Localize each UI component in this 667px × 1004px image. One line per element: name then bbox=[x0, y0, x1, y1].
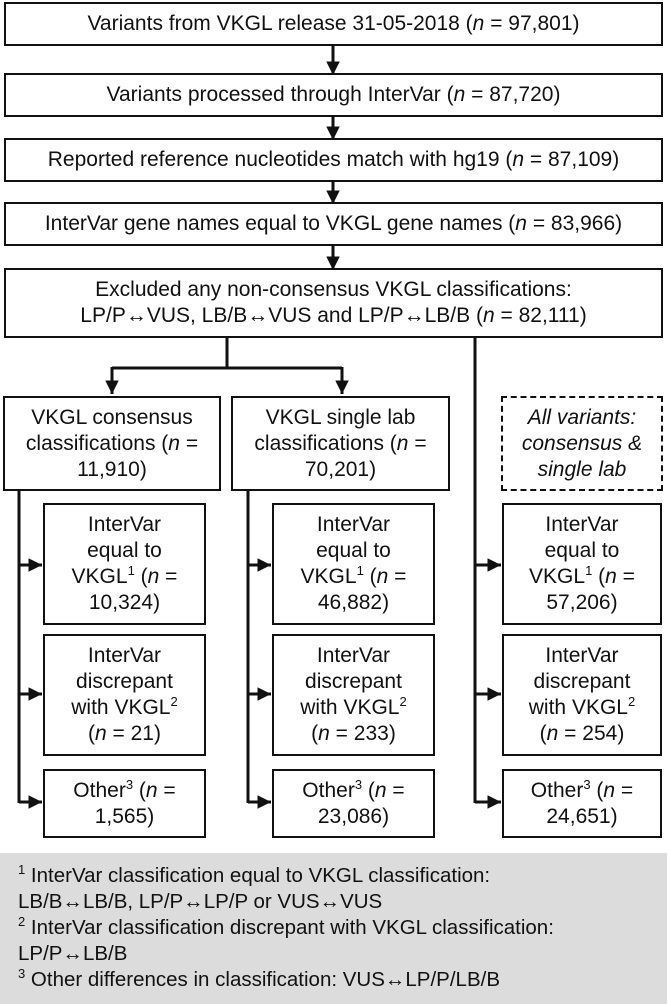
result-text: InterVar discrepant with VKGL2 (n = 254) bbox=[528, 644, 636, 745]
singlelab-equal-box: InterVar equal to VKGL1 (n = 46,882) bbox=[272, 503, 435, 625]
footnote-1: 1 InterVar classification equal to VKGL … bbox=[18, 862, 491, 913]
consensus-discrepant-box: InterVar discrepant with VKGL2 (n = 21) bbox=[43, 634, 206, 756]
result-text: InterVar equal to VKGL1 (n = 46,882) bbox=[300, 513, 407, 614]
result-text: Other3 (n = 23,086) bbox=[302, 776, 405, 828]
consensus-other-box: Other3 (n = 1,565) bbox=[43, 769, 206, 838]
header-text: All variants: consensus & single lab bbox=[521, 405, 643, 481]
group-header-consensus: VKGL consensus classifications (n = 11,9… bbox=[3, 396, 221, 491]
singlelab-discrepant-box: InterVar discrepant with VKGL2 (n = 233) bbox=[272, 634, 435, 756]
exclusion-line2: LP/P↔VUS, LB/B↔VUS and LP/P↔LB/B (n = 82… bbox=[80, 304, 587, 327]
group-header-all: All variants: consensus & single lab bbox=[501, 396, 663, 491]
step-intervar-processed: Variants processed through InterVar (n =… bbox=[4, 73, 663, 117]
consensus-equal-box: InterVar equal to VKGL1 (n = 10,324) bbox=[43, 503, 206, 625]
result-text: Other3 (n = 24,651) bbox=[530, 776, 634, 828]
step-reference-match: Reported reference nucleotides match wit… bbox=[4, 138, 663, 182]
all-discrepant-box: InterVar discrepant with VKGL2 (n = 254) bbox=[502, 634, 662, 756]
header-text: VKGL single lab classifications (n = 70,… bbox=[254, 405, 427, 481]
header-text: VKGL consensus classifications (n = 11,9… bbox=[25, 405, 199, 481]
all-equal-box: InterVar equal to VKGL1 (n = 57,206) bbox=[502, 503, 662, 625]
step-vkgl-release: Variants from VKGL release 31-05-2018 (n… bbox=[4, 2, 663, 46]
result-text: Other3 (n = 1,565) bbox=[73, 776, 176, 828]
group-header-singlelab: VKGL single lab classifications (n = 70,… bbox=[231, 396, 450, 491]
singlelab-other-box: Other3 (n = 23,086) bbox=[272, 769, 435, 838]
step-text: Variants processed through InterVar (n =… bbox=[106, 83, 561, 106]
result-text: InterVar discrepant with VKGL2 (n = 21) bbox=[71, 644, 178, 745]
step-text: Variants from VKGL release 31-05-2018 (n… bbox=[87, 12, 580, 35]
step-text: InterVar gene names equal to VKGL gene n… bbox=[44, 212, 623, 235]
step-gene-names: InterVar gene names equal to VKGL gene n… bbox=[4, 202, 663, 246]
step-text: Reported reference nucleotides match wit… bbox=[47, 148, 620, 171]
footnote-panel: 1 InterVar classification equal to VKGL … bbox=[0, 853, 667, 1004]
result-text: InterVar discrepant with VKGL2 (n = 233) bbox=[300, 644, 407, 745]
footnote-3: 3 Other differences in classification: V… bbox=[18, 966, 500, 991]
exclusion-line1: Excluded any non-consensus VKGL classifi… bbox=[95, 278, 572, 301]
result-text: InterVar equal to VKGL1 (n = 57,206) bbox=[529, 513, 635, 614]
all-other-box: Other3 (n = 24,651) bbox=[502, 769, 662, 838]
footnote-2: 2 InterVar classification discrepant wit… bbox=[18, 914, 554, 965]
step-exclusion: Excluded any non-consensus VKGL classifi… bbox=[4, 268, 663, 338]
result-text: InterVar equal to VKGL1 (n = 10,324) bbox=[71, 513, 178, 614]
